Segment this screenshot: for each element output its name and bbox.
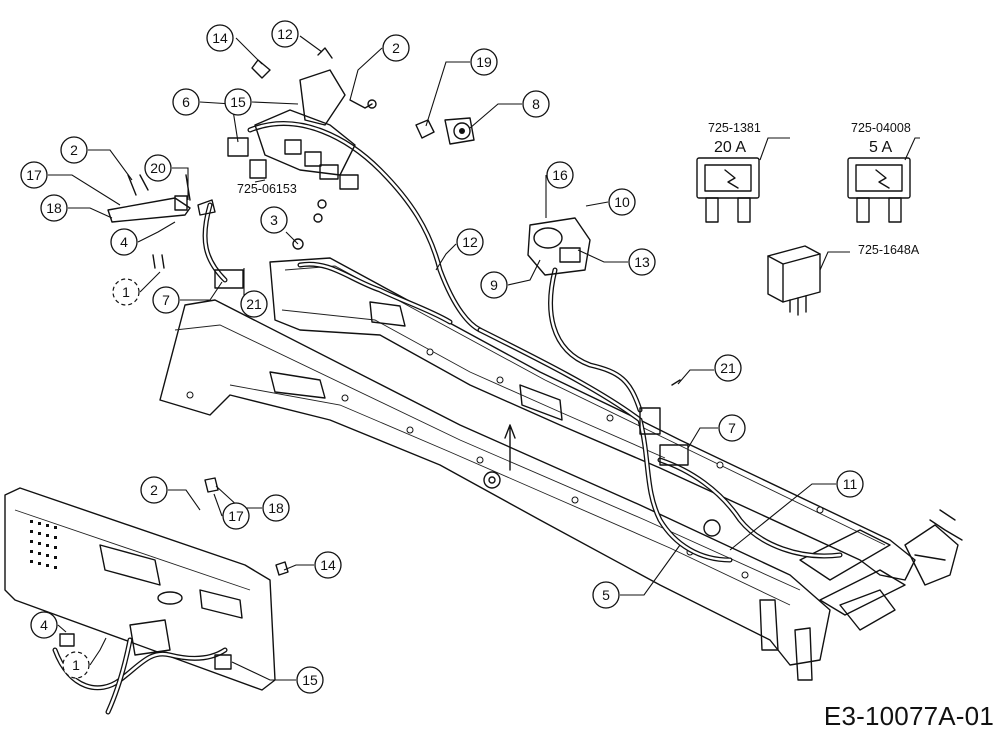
svg-text:21: 21 (720, 360, 736, 376)
svg-text:10: 10 (614, 194, 630, 210)
callout-12a: 12 (271, 20, 299, 48)
svg-text:17: 17 (26, 167, 42, 183)
svg-text:16: 16 (552, 167, 568, 183)
svg-text:4: 4 (120, 234, 128, 250)
svg-text:19: 19 (476, 54, 492, 70)
callout-11: 11 (836, 470, 864, 498)
svg-text:2: 2 (150, 482, 158, 498)
svg-text:2: 2 (70, 142, 78, 158)
callout-9: 9 (480, 271, 508, 299)
callout-20: 20 (144, 154, 172, 182)
fuse-20a (696, 157, 760, 223)
fastener-parts (152, 199, 681, 386)
fuse-5a-rating: 5 A (869, 139, 892, 156)
part-19-8-sensor (415, 117, 475, 145)
callout-2a: 2 (382, 34, 410, 62)
callout-5: 5 (592, 581, 620, 609)
callout-1b: 1 (62, 651, 90, 679)
svg-text:7: 7 (162, 292, 170, 308)
callout-17b: 17 (222, 502, 250, 530)
callout-leaders (48, 35, 836, 681)
part-17-18-rod-assembly (107, 174, 216, 223)
fuse-20a-part-number: 725-1381 (708, 121, 761, 135)
ignition-switch-connector (527, 217, 591, 276)
svg-text:7: 7 (728, 420, 736, 436)
svg-text:18: 18 (268, 500, 284, 516)
callout-10: 10 (608, 188, 636, 216)
svg-text:3: 3 (270, 212, 278, 228)
drawing-code: E3-10077A-01 (823, 701, 994, 731)
fuse-20a-rating: 20 A (714, 139, 746, 156)
callout-18b: 18 (262, 494, 290, 522)
callout-2b: 2 (60, 136, 88, 164)
callout-14b: 14 (314, 551, 342, 579)
callout-21b: 21 (714, 354, 742, 382)
callout-15a: 15 (224, 88, 252, 116)
svg-text:21: 21 (246, 296, 262, 312)
callout-6: 6 (172, 88, 200, 116)
svg-text:17: 17 (228, 508, 244, 524)
callout-18a: 18 (40, 194, 68, 222)
svg-text:5: 5 (602, 587, 610, 603)
svg-text:11: 11 (843, 476, 858, 492)
svg-text:6: 6 (182, 94, 190, 110)
callout-17a: 17 (20, 161, 48, 189)
frame-assembly (159, 257, 963, 681)
callout-7a: 7 (152, 286, 180, 314)
callout-13: 13 (628, 248, 656, 276)
callout-12b: 12 (456, 228, 484, 256)
main-harness (202, 121, 843, 563)
fuse-5a-part-number: 725-04008 (851, 121, 911, 135)
svg-text:1: 1 (122, 284, 130, 300)
vent-grille (30, 520, 57, 569)
svg-text:12: 12 (462, 234, 478, 250)
svg-text:15: 15 (230, 94, 246, 110)
svg-text:1: 1 (72, 657, 80, 673)
svg-text:8: 8 (532, 96, 540, 112)
svg-text:14: 14 (212, 30, 228, 46)
svg-text:13: 13 (634, 254, 650, 270)
callout-4a: 4 (110, 228, 138, 256)
svg-text:4: 4 (40, 617, 48, 633)
callout-15b: 15 (296, 666, 324, 694)
callout-16: 16 (546, 161, 574, 189)
callout-1a: 1 (112, 278, 140, 306)
svg-text:18: 18 (46, 200, 62, 216)
svg-text:12: 12 (277, 26, 293, 42)
callout-8: 8 (522, 90, 550, 118)
relay-part-number: 725-1648A (858, 243, 920, 257)
connector-part-number: 725-06153 (237, 182, 297, 196)
callout-14a: 14 (206, 24, 234, 52)
callout-19: 19 (470, 48, 498, 76)
svg-text:2: 2 (392, 40, 400, 56)
callout-21a: 21 (240, 290, 268, 318)
fuse-5a (847, 157, 911, 223)
svg-text:20: 20 (150, 160, 166, 176)
callout-7b: 7 (718, 414, 746, 442)
callout-2c: 2 (140, 476, 168, 504)
relay (767, 245, 821, 316)
callout-4b: 4 (30, 611, 58, 639)
top-connector-cluster (227, 47, 377, 190)
svg-text:9: 9 (490, 277, 498, 293)
svg-text:15: 15 (302, 672, 318, 688)
fuse-holder-7 (214, 269, 721, 537)
svg-text:14: 14 (320, 557, 336, 573)
callout-3: 3 (260, 206, 288, 234)
